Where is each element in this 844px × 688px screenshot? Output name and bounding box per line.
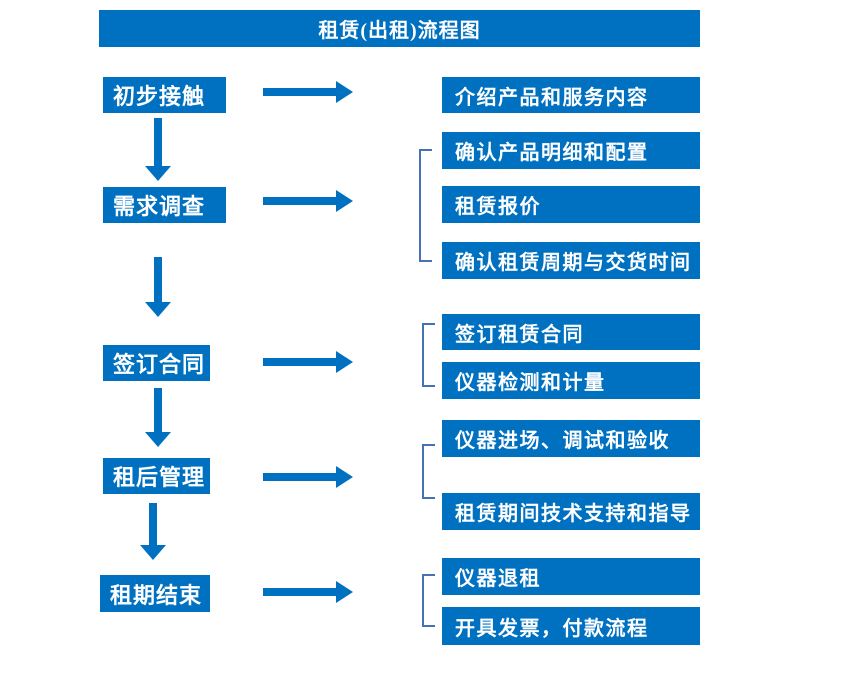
right-arrow-head xyxy=(336,581,353,603)
down-arrow-1 xyxy=(145,118,171,181)
down-arrow-head xyxy=(145,432,171,447)
group-bracket-3 xyxy=(422,444,435,499)
stage-post-rental-management: 租后管理 xyxy=(103,458,210,494)
down-arrow-shaft xyxy=(149,503,157,545)
flowchart-title: 租赁(出租)流程图 xyxy=(99,10,700,47)
group-bracket-4 xyxy=(422,574,435,627)
down-arrow-head xyxy=(140,545,166,560)
output-box-tech-support: 租赁期间技术支持和指导 xyxy=(442,493,700,530)
stage-rental-end: 租期结束 xyxy=(100,575,210,612)
right-arrow-5 xyxy=(263,581,353,603)
stage-demand-survey: 需求调查 xyxy=(103,187,226,223)
right-arrow-4 xyxy=(263,466,353,488)
output-box-invoice-payment: 开具发票，付款流程 xyxy=(442,607,700,645)
down-arrow-3 xyxy=(145,388,171,447)
right-arrow-1 xyxy=(263,81,353,103)
right-arrow-shaft xyxy=(263,88,339,96)
right-arrow-shaft xyxy=(263,588,339,596)
output-box-introduce-products: 介绍产品和服务内容 xyxy=(442,77,700,113)
right-arrow-head xyxy=(336,466,353,488)
group-bracket-2 xyxy=(422,323,435,387)
down-arrow-shaft xyxy=(154,388,162,432)
down-arrow-shaft xyxy=(154,118,162,166)
down-arrow-4 xyxy=(140,503,166,560)
right-arrow-head xyxy=(336,351,353,373)
right-arrow-head xyxy=(336,81,353,103)
right-arrow-shaft xyxy=(263,358,339,366)
right-arrow-3 xyxy=(263,351,353,373)
right-arrow-2 xyxy=(263,190,353,212)
right-arrow-head xyxy=(336,190,353,212)
right-arrow-shaft xyxy=(263,197,339,205)
output-box-instrument-return: 仪器退租 xyxy=(442,558,700,595)
down-arrow-2 xyxy=(145,257,171,317)
output-box-instrument-setup-acceptance: 仪器进场、调试和验收 xyxy=(442,420,700,457)
output-box-confirm-product-details: 确认产品明细和配置 xyxy=(442,132,700,169)
output-box-rental-quotation: 租赁报价 xyxy=(442,186,700,223)
down-arrow-shaft xyxy=(154,257,162,302)
stage-initial-contact: 初步接触 xyxy=(103,77,226,113)
output-box-confirm-rental-period: 确认租赁周期与交货时间 xyxy=(442,242,700,279)
stage-sign-contract: 签订合同 xyxy=(103,345,210,381)
down-arrow-head xyxy=(145,302,171,317)
output-box-instrument-inspection: 仪器检测和计量 xyxy=(442,362,700,399)
down-arrow-head xyxy=(145,166,171,181)
output-box-sign-rental-contract: 签订租赁合同 xyxy=(442,314,700,350)
right-arrow-shaft xyxy=(263,473,339,481)
group-bracket-1 xyxy=(419,149,432,262)
